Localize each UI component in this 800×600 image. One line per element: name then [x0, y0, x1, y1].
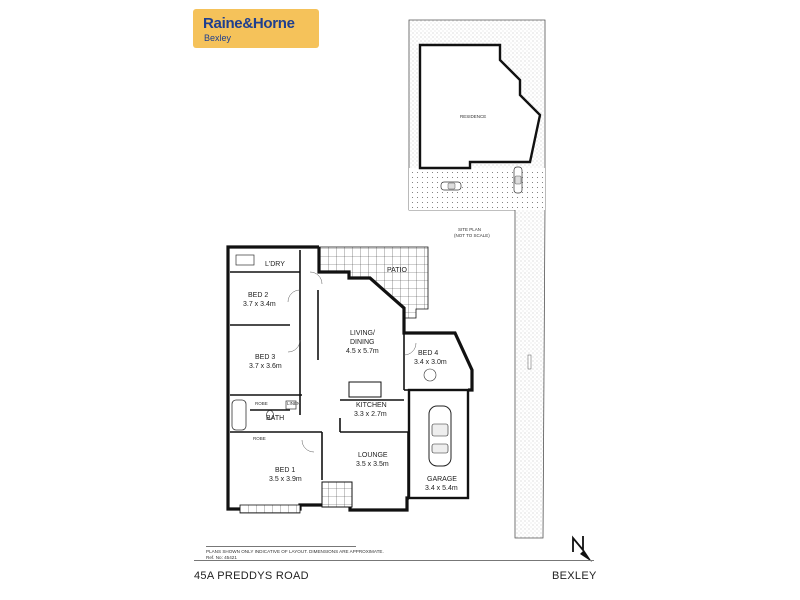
room-label-robe: ROBE — [255, 401, 268, 406]
room-label-kitchen: KITCHEN — [356, 402, 387, 409]
room-label-lounge: LOUNGE — [358, 452, 388, 459]
room-label-robe-bed1: ROBE — [253, 436, 266, 441]
residence-label: RESIDENCE — [460, 114, 486, 119]
property-address: 45A PREDDYS ROAD — [194, 570, 309, 582]
logo-office: Bexley — [204, 33, 232, 43]
room-label-bed3: BED 3 — [255, 354, 275, 361]
room-size-kitchen: 3.3 x 2.7m — [354, 411, 387, 418]
room-label-bath: BATH — [266, 415, 284, 422]
car-icon — [440, 181, 462, 191]
site-marker — [527, 354, 532, 370]
round-table — [423, 368, 437, 382]
site-plan-caption-1: SITE PLAN — [458, 227, 481, 232]
driveway — [409, 168, 545, 210]
room-size-living: 4.5 x 5.7m — [346, 348, 379, 355]
laundry-tub — [235, 254, 255, 266]
room-size-lounge: 3.5 x 3.5m — [356, 461, 389, 468]
site-plan: RESIDENCE SITE PLAN (NOT TO SCALE) — [408, 19, 546, 539]
disclaimer-line-1: PLANS SHOWN ONLY INDICATIVE OF LAYOUT. D… — [206, 549, 384, 554]
room-size-garage: 3.4 x 5.4m — [425, 485, 458, 492]
room-size-bed3: 3.7 x 3.6m — [249, 363, 282, 370]
room-size-bed1: 3.5 x 3.9m — [269, 476, 302, 483]
logo-brand: Raine&Horne — [203, 15, 295, 32]
outer-walls-east — [317, 247, 474, 392]
floor-plan: L'DRY PATIO BED 2 3.7 x 3.4m BED 3 3.7 x… — [226, 245, 474, 514]
footer-rule — [194, 560, 594, 561]
disclaimer-line-2: Ref. No: 45421 — [206, 554, 237, 560]
disclaimer: PLANS SHOWN ONLY INDICATIVE OF LAYOUT. D… — [206, 549, 384, 560]
room-label-living: LIVING/ — [350, 330, 375, 337]
basin — [285, 400, 297, 410]
room-label-bed1: BED 1 — [275, 467, 295, 474]
room-label-patio: PATIO — [387, 267, 408, 274]
car-icon — [428, 405, 452, 467]
residence-outline — [418, 43, 542, 170]
bed1-window — [239, 504, 301, 514]
site-plan-caption-2: (NOT TO SCALE) — [454, 233, 490, 238]
room-label-bed4: BED 4 — [418, 350, 438, 357]
property-suburb: BEXLEY — [552, 570, 597, 582]
room-label-linen: LINEN — [287, 401, 300, 406]
north-arrow-icon — [572, 535, 592, 562]
raine-horne-logo: Raine&Horne Bexley — [193, 9, 319, 48]
kitchen-island — [348, 381, 382, 398]
room-label-bed2: BED 2 — [248, 292, 268, 299]
room-label-garage: GARAGE — [427, 476, 457, 483]
car-icon — [513, 166, 523, 194]
interior-walls — [230, 250, 409, 498]
bathtub — [231, 399, 247, 431]
room-label-laundry: L'DRY — [265, 261, 285, 268]
door-swings — [287, 271, 417, 453]
room-size-bed4: 3.4 x 3.0m — [414, 359, 447, 366]
room-label-dining: DINING — [350, 339, 375, 346]
entry-porch — [321, 481, 353, 508]
room-size-bed2: 3.7 x 3.4m — [243, 301, 276, 308]
toilet — [266, 410, 274, 420]
disclaimer-rule — [206, 546, 356, 547]
